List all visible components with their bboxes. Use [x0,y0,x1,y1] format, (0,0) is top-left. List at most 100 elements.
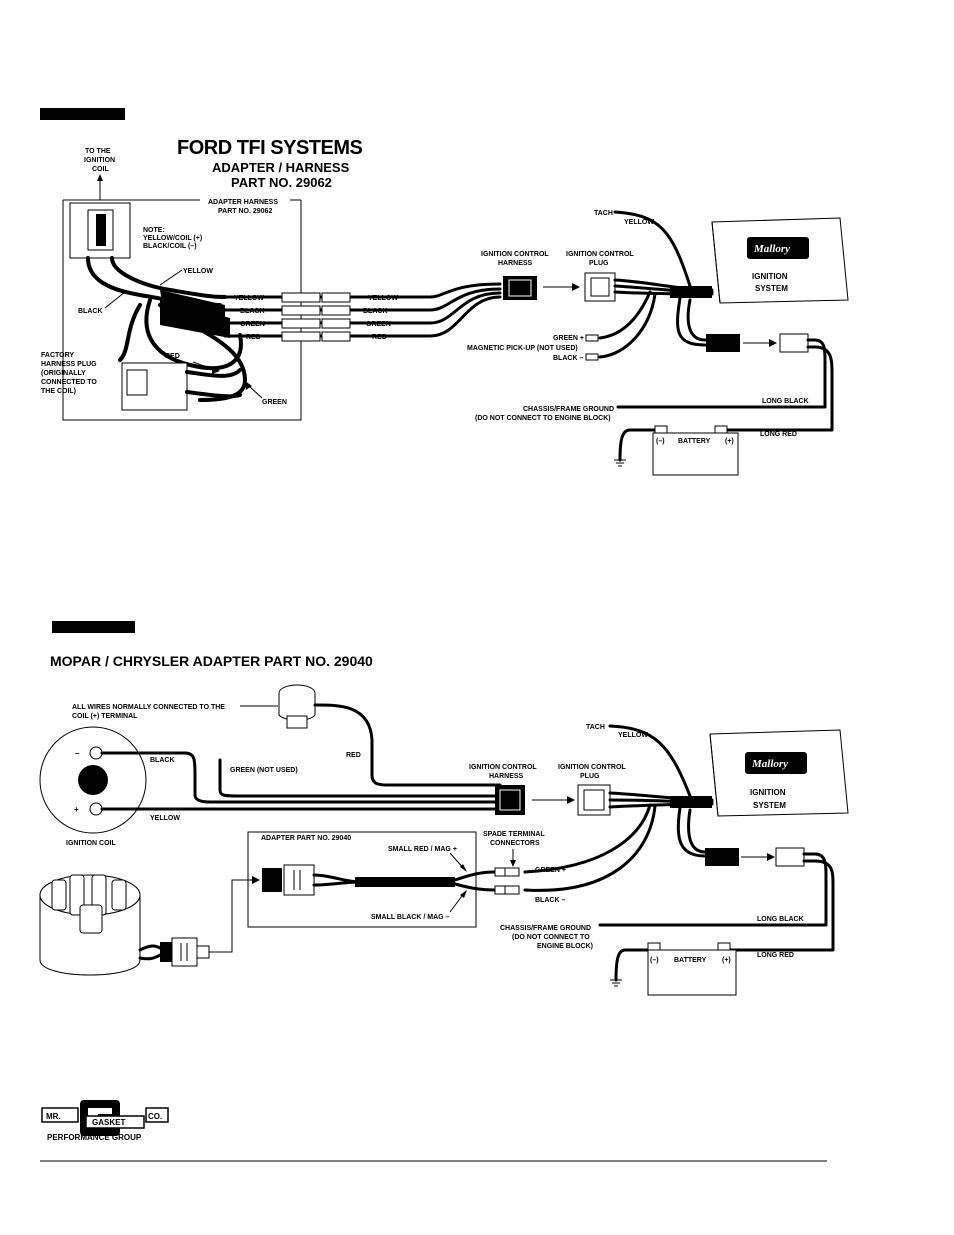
spade-label-2: CONNECTORS [490,840,540,847]
ford-tfi-diagram: FORD TFI SYSTEMS ADAPTER / HARNESS PART … [40,108,849,476]
right-wire-black: BLACK [363,308,388,315]
factory-plug-label-1: FACTORY [41,352,74,359]
long-black-label: LONG BLACK [762,398,809,405]
ignition-box-1: Mallory IGNITION SYSTEM [711,217,849,304]
tach-yellow-label: YELLOW [624,219,654,226]
icm-harness-label-2: HARNESS [498,260,533,267]
ignition-system-label-2-2: SYSTEM [753,801,786,810]
mag-pickup-label: MAGNETIC PICK-UP (NOT USED) [467,345,578,352]
icm-plug-label-1: IGNITION CONTROL [566,251,634,258]
power-plug [779,333,809,353]
right-wire-red: RED [372,334,387,341]
chassis-ground-label-1: CHASSIS/FRAME GROUND [523,406,614,413]
note-label-3: BLACK/COIL (–) [143,243,197,250]
ignition-system-label-2-1: IGNITION [750,788,786,797]
coil-minus-label: – [75,749,80,758]
left-wire-black: BLACK [240,308,265,315]
long-red-wire [723,345,834,432]
spade-connector-1 [494,867,520,877]
left-wire-red: RED [246,334,261,341]
logo-mr: MR. [46,1112,61,1121]
small-red-label: SMALL RED / MAG + [388,846,457,853]
power-plug-2 [775,847,805,867]
red-wire-2 [313,703,502,787]
battery-pos-label-2: (+) [722,957,731,964]
green-plus-label-2: GREEN + [535,867,566,874]
adapter-harness-label-1: ADAPTER HARNESS [208,199,278,206]
black-minus-label-2: BLACK – [535,897,565,904]
factory-harness-plug [121,362,188,411]
note-label-1: NOTE: [143,227,165,234]
power-connector [706,334,740,352]
tach-label-2: TACH [586,724,605,731]
figure-label-bar [40,108,125,120]
adapter-part-label: ADAPTER PART NO. 29040 [261,835,351,842]
mopar-diagram: MOPAR / CHRYSLER ADAPTER PART NO. 29040 … [39,621,849,996]
icm-harness-label-1: IGNITION CONTROL [481,251,549,258]
ignition-box-2: Mallory IGNITION SYSTEM [709,729,849,817]
factory-plug-label-5: THE COIL) [41,388,76,395]
mopar-title: MOPAR / CHRYSLER ADAPTER PART NO. 29040 [50,653,373,669]
black-wire [86,256,222,307]
chassis-ground-label-2: (DO NOT CONNECT TO ENGINE BLOCK) [475,415,611,422]
to-coil-label-3: COIL [92,166,109,173]
ignition-system-label-1: IGNITION [752,272,788,281]
mr-gasket-logo: MR. GASKET CO. PERFORMANCE GROUP [41,1100,169,1142]
green-label: GREEN [262,399,287,406]
yellow-wire [110,256,227,299]
red-label: RED [165,353,180,360]
ford-subtitle-2: PART NO. 29062 [231,175,332,190]
logo-subtitle: PERFORMANCE GROUP [47,1133,142,1142]
mallory-logo-2: Mallory [751,758,788,770]
chassis-ground-label-2-3: ENGINE BLOCK) [537,943,593,950]
yellow-label-2: YELLOW [150,815,180,822]
factory-plug-label-4: CONNECTED TO [41,379,97,386]
icm-plug-label-2: PLUG [589,260,609,267]
factory-plug-label-3: (ORIGINALLY [41,370,86,377]
green-wire-2 [218,758,502,798]
distributor-connector [160,942,172,962]
left-wire-yellow: YELLOW [234,295,264,302]
mallory-logo: Mallory [753,243,790,255]
adapter-plug [262,868,282,892]
right-wire-green: GREEN [366,321,391,328]
spade-label-1: SPADE TERMINAL [483,831,545,838]
icm-plug [584,272,616,302]
small-black-label: SMALL BLACK / MAG – [371,914,450,921]
battery-label: BATTERY [678,438,711,445]
adapter-wire-rows [223,292,432,342]
coil-plus-label: + [74,805,79,814]
icm-harness-label-2-2: HARNESS [489,773,524,780]
chassis-ground-label-2-2: (DO NOT CONNECT TO [512,934,590,941]
factory-plug-label-2: HARNESS PLUG [41,361,97,368]
ford-title: FORD TFI SYSTEMS [177,137,363,159]
logo-gasket: GASKET [92,1118,125,1127]
icm-plug-label-2-1: IGNITION CONTROL [558,764,626,771]
long-black-label-2: LONG BLACK [757,916,804,923]
black-wire-2 [100,751,502,804]
figure-label-bar-2 [52,621,135,633]
note-label-2: YELLOW/COIL (+) [143,235,202,242]
green-not-used-label: GREEN (NOT USED) [230,767,298,774]
left-wire-green: GREEN [240,321,265,328]
black-label-2: BLACK [150,757,175,764]
black-minus-label: BLACK – [553,355,583,362]
red-label-2: RED [346,752,361,759]
battery-pos-label: (+) [725,438,734,445]
icm-harness-label-2-1: IGNITION CONTROL [469,764,537,771]
right-wire-yellow: YELLOW [368,295,398,302]
ford-subtitle-1: ADAPTER / HARNESS [212,160,350,175]
tach-label: TACH [594,210,613,217]
all-wires-label-2: COIL (+) TERMINAL [72,713,138,720]
battery-1 [652,432,739,476]
ignition-coil-label: IGNITION COIL [66,840,117,847]
chassis-ground-label-2-1: CHASSIS/FRAME GROUND [500,925,591,932]
power-connector-2 [705,848,739,866]
long-red-label-2: LONG RED [757,952,794,959]
battery-2 [647,949,737,996]
spade-connector-2 [494,885,520,895]
battery-label-2: BATTERY [674,957,707,964]
green-plus-label: GREEN + [553,335,584,342]
to-coil-label-1: TO THE [85,148,111,155]
